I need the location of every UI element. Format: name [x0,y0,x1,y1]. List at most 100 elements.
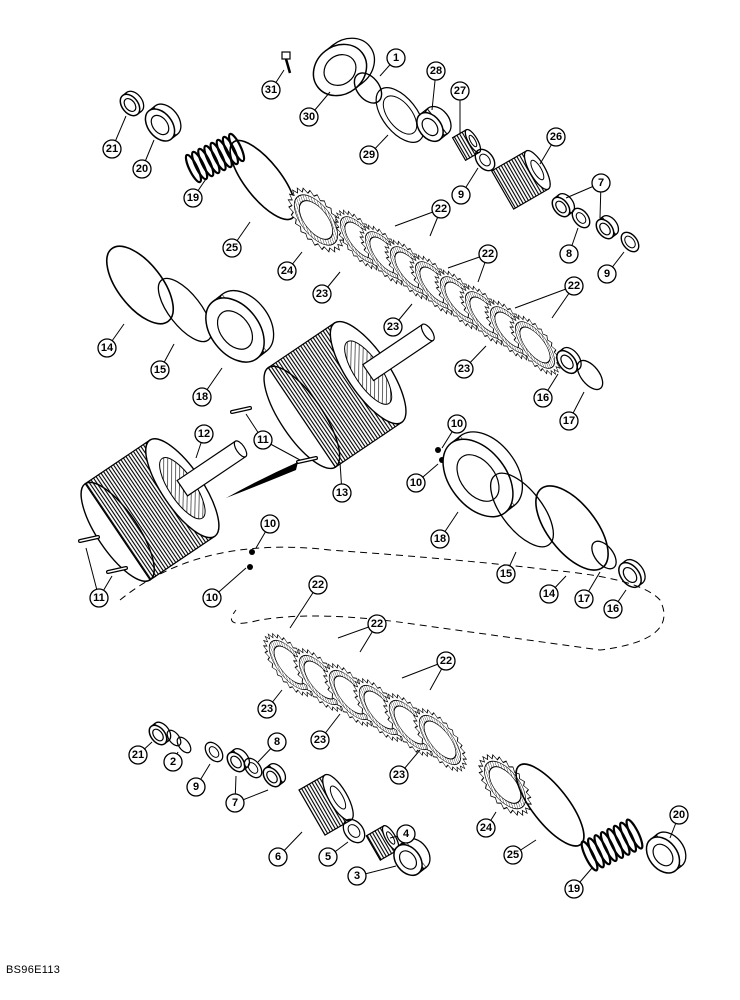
callout-circle [299,107,319,127]
seal-ring-14a [105,245,175,325]
callout-15: 15 [150,360,170,380]
callout-circle [389,765,409,785]
callout-circle [533,388,553,408]
callout-label: 30 [303,111,315,123]
callout-circle [478,244,498,264]
flange-30 [312,37,376,97]
seal-ring-14b [535,485,609,571]
gear-26 [490,149,551,210]
callout-circle [268,847,288,867]
callout-20: 20 [132,159,152,179]
callout-circle [277,261,297,281]
washer-9a [474,148,496,172]
callout-label: 10 [451,418,463,430]
callout-circle [574,589,594,609]
callout-label: 28 [430,65,442,77]
dashed-group-outline [119,546,665,651]
callout-label: 27 [454,85,466,97]
spring-19b [580,818,644,872]
callout-label: 17 [578,593,590,605]
callout-label: 25 [507,849,519,861]
backing-plate-24b [477,753,533,817]
callout-circle [503,845,523,865]
seal-20a [144,103,182,142]
callout-label: 23 [314,734,326,746]
callout-circle [431,199,451,219]
callout-17: 17 [574,589,594,609]
callout-23: 23 [310,730,330,750]
callout-circle [308,575,328,595]
callout-6: 6 [268,847,288,867]
callout-label: 4 [403,828,410,840]
callout-label: 18 [434,533,446,545]
callout-circle [89,588,109,608]
callout-label: 23 [261,703,273,715]
callout-16: 16 [533,388,553,408]
callout-label: 13 [336,487,348,499]
washer-9b [620,231,640,253]
callout-23: 23 [312,284,332,304]
callout-10: 10 [447,414,467,434]
callout-22: 22 [431,199,451,219]
backing-plate-24a [287,187,345,253]
ring-2b [176,736,192,754]
bolt-31 [281,51,292,74]
spacer-8b [243,757,263,779]
callout-19: 19 [183,188,203,208]
callout-circle [669,805,689,825]
assembly-arrow [226,462,298,498]
callout-label: 12 [198,428,210,440]
retaining-ring-21b [148,721,172,746]
callout-27: 27 [450,81,470,101]
leader-c22c [514,285,575,309]
callout-circle [564,879,584,899]
callout-label: 24 [480,822,493,834]
bearing-7c [226,747,251,773]
callout-3: 3 [347,866,367,886]
callout-label: 23 [393,769,405,781]
callout-label: 5 [325,851,331,863]
bearing-7d [262,762,287,788]
callout-label: 19 [187,192,199,204]
callout-circle [260,514,280,534]
callout-circle [559,411,579,431]
callout-circle [447,414,467,434]
o-ring-17b [591,540,617,570]
callout-9: 9 [186,777,206,797]
ball-10c [249,549,255,555]
callout-circle [310,730,330,750]
callout-circle [454,359,474,379]
callout-label: 6 [275,851,281,863]
callout-14: 14 [539,584,559,604]
o-ring-15b [490,472,554,548]
callout-label: 23 [387,321,399,333]
callout-circle [318,847,338,867]
clutch-disc-upper-8 [509,314,561,376]
callout-circle [383,317,403,337]
callout-circle [222,238,242,258]
callout-label: 17 [563,415,575,427]
callout-22: 22 [478,244,498,264]
callout-label: 21 [132,749,144,761]
callout-circle [97,338,117,358]
callout-circle [267,732,287,752]
callout-24: 24 [277,261,297,281]
callout-circle [436,651,456,671]
callout-17: 17 [559,411,579,431]
callout-label: 23 [458,363,470,375]
callout-label: 8 [274,736,280,748]
callout-circle [564,276,584,296]
callout-29: 29 [359,145,379,165]
retaining-ring-25a [229,139,297,221]
callout-21: 21 [102,139,122,159]
callout-label: 9 [193,781,199,793]
clutch-disc-lower-6 [412,707,468,773]
callout-25: 25 [503,845,523,865]
callout-circle [183,188,203,208]
callout-30: 30 [299,107,319,127]
callout-11: 11 [253,430,273,450]
callout-23: 23 [257,699,277,719]
callout-12: 12 [194,424,214,444]
callout-label: 15 [154,364,166,376]
